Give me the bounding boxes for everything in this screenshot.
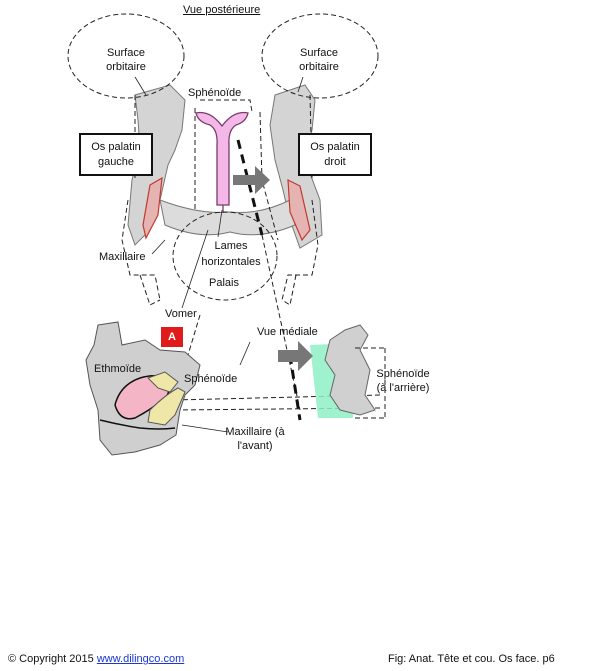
label-sphenoide-arriere: Sphénoïde (à l'arrière): [376, 368, 430, 394]
medial-skull: [85, 321, 201, 456]
label-lames-horizontales: Lames horizontales: [201, 240, 261, 268]
label-vue-mediale: Vue médiale: [257, 326, 318, 338]
right-orbital-ellipse: [261, 13, 379, 99]
box-os-palatin-gauche: Os palatin gauche: [79, 133, 153, 176]
posterior-view-bones: [127, 84, 323, 249]
label-vomer: Vomer: [165, 308, 197, 320]
box-os-palatin-droit: Os palatin droit: [298, 133, 372, 176]
copyright-text: © Copyright 2015: [8, 653, 94, 665]
leader-maxillaire-avant: [181, 424, 229, 433]
section-line-top: [236, 139, 264, 236]
section-line-bottom: [288, 354, 302, 421]
label-maxillaire-left: Maxillaire: [99, 251, 146, 263]
medial-sphenoid: [310, 324, 386, 419]
label-palais: Palais: [209, 277, 239, 289]
palate-ellipse: [172, 211, 278, 301]
label-surface-orbitaire-right: Surface orbitaire: [299, 47, 339, 73]
footer-copyright: © Copyright 2015 www.dilingco.com: [8, 653, 184, 665]
left-orbital-ellipse: [67, 13, 185, 99]
posterior-view-title: Vue postérieure: [183, 4, 261, 16]
label-surface-orbitaire-left: Surface orbitaire: [106, 47, 146, 73]
figure-caption: Fig: Anat. Tête et cou. Os face. p6: [388, 653, 555, 665]
badge-a: A: [161, 327, 183, 347]
label-sphenoide-mid: Sphénoïde: [184, 373, 238, 385]
label-sphenoide-top: Sphénoïde: [188, 87, 242, 99]
arrow-bottom: [278, 341, 313, 371]
leader-lines: [134, 76, 304, 366]
label-maxillaire-avant: Maxillaire (à l'avant): [225, 426, 285, 452]
copyright-link[interactable]: www.dilingco.com: [96, 653, 185, 665]
arrow-top: [233, 166, 270, 194]
label-ethmoide: Ethmoïde: [94, 363, 142, 375]
